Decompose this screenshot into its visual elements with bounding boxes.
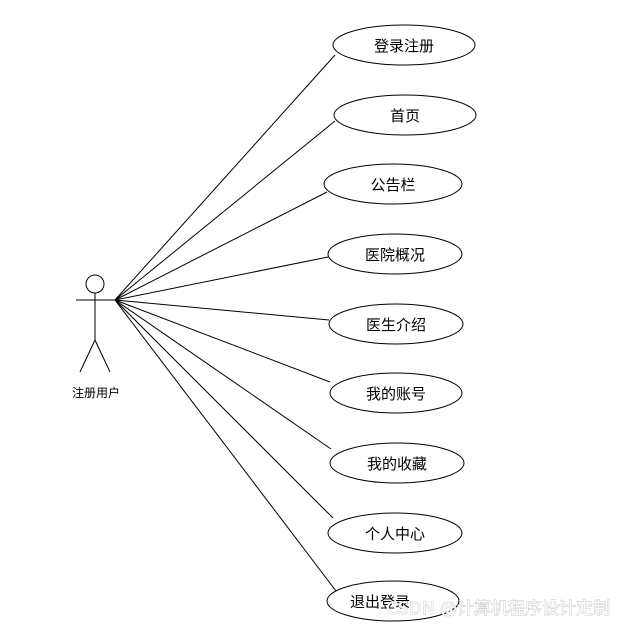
use-case-label: 公告栏 — [370, 176, 415, 194]
use-case: 个人中心 — [327, 512, 463, 554]
use-case-label: 我的收藏 — [367, 455, 427, 473]
use-case-ellipse — [328, 303, 464, 345]
use-case: 医生介绍 — [328, 303, 464, 345]
association-line — [114, 54, 336, 301]
association-line — [114, 299, 331, 383]
association-line — [114, 120, 336, 301]
actor-left-leg — [79, 339, 96, 373]
actor-label: 注册用户 — [72, 385, 120, 400]
use-case: 退出登录 — [326, 580, 460, 622]
use-case-ellipse — [329, 442, 465, 484]
association-line — [114, 299, 334, 519]
use-case: 医院概况 — [327, 233, 463, 275]
use-case-label: 首页 — [390, 107, 420, 125]
use-case-ellipse — [333, 94, 477, 136]
watermark-text: CSDN @计算机程序设计定制 — [386, 599, 610, 619]
association-line — [114, 191, 328, 301]
use-case-ellipse — [332, 24, 476, 66]
use-case-label: 个人中心 — [365, 525, 425, 543]
use-case-ellipse — [329, 372, 463, 414]
association-line — [114, 256, 329, 301]
association-line — [114, 299, 332, 450]
use-case-label: 医院概况 — [365, 246, 425, 264]
use-case-label: 我的账号 — [366, 385, 426, 403]
use-case: 我的账号 — [329, 372, 463, 414]
use-case-ellipse — [327, 233, 463, 275]
actor-head — [85, 274, 105, 294]
association-lines — [114, 54, 337, 592]
use-case-ellipse — [326, 580, 460, 622]
association-line — [114, 299, 330, 321]
use-case: 首页 — [333, 94, 477, 136]
use-case: 公告栏 — [323, 163, 463, 205]
use-case: 登录注册 — [332, 24, 476, 66]
actor-right-leg — [94, 339, 111, 373]
use-case-label: 医生介绍 — [366, 316, 426, 334]
use-case-ellipse — [323, 163, 463, 205]
use-case-label: 退出登录 — [350, 593, 410, 611]
actor-figure — [76, 274, 115, 373]
use-case-ellipse — [327, 512, 463, 554]
use-case: 我的收藏 — [329, 442, 465, 484]
association-line — [114, 299, 337, 592]
use-case-label: 登录注册 — [374, 37, 434, 55]
